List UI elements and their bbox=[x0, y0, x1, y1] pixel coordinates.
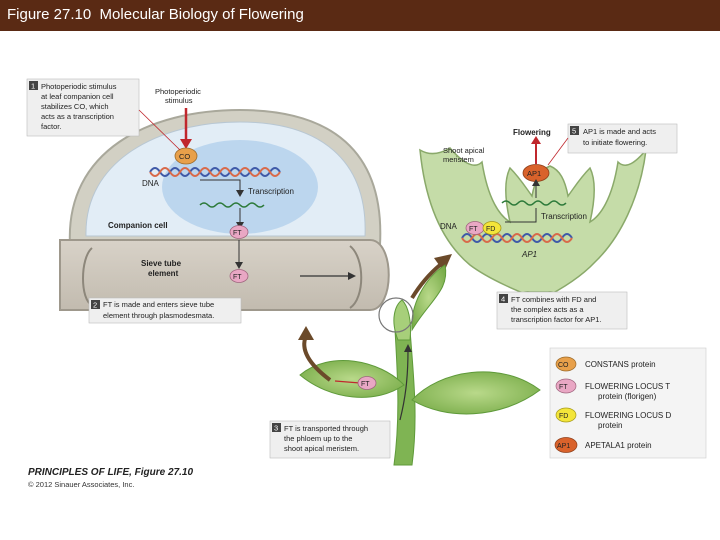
step-4-line-3: transcription factor for AP1. bbox=[511, 315, 601, 324]
step-1-line-5: factor. bbox=[41, 122, 61, 131]
meristem-label-2: meristem bbox=[443, 155, 474, 164]
companion-cell-label: Companion cell bbox=[108, 221, 168, 230]
legend-text-fd-1: FLOWERING LOCUS D bbox=[585, 411, 671, 420]
sieve-tube: Sieve tube element bbox=[59, 239, 390, 311]
step-box-4: 4 FT combines with FD and the complex ac… bbox=[496, 291, 628, 330]
legend-abbr-ft: FT bbox=[559, 384, 568, 391]
step-box-2: 2 FT is made and enters sieve tube eleme… bbox=[88, 297, 242, 324]
slide-title: Figure 27.10 Molecular Biology of Flower… bbox=[7, 6, 304, 23]
ft-protein-leaf bbox=[357, 376, 377, 390]
stimulus-label-2: stimulus bbox=[165, 96, 193, 105]
ft-label-3: FT bbox=[469, 226, 478, 233]
step-4-line-2: the complex acts as a bbox=[511, 305, 584, 314]
ft-protein-companion bbox=[229, 225, 249, 239]
step-1-line-1: Photoperiodic stimulus bbox=[41, 82, 117, 91]
step-1-line-3: stabilizes CO, which bbox=[41, 102, 109, 111]
dna-strand-1: DNA bbox=[142, 167, 281, 188]
legend-text-fd-2: protein bbox=[598, 421, 622, 430]
co-protein bbox=[174, 147, 198, 165]
flowering-label: Flowering bbox=[513, 128, 551, 137]
legend-text-ft-1: FLOWERING LOCUS T bbox=[585, 382, 670, 391]
legend-abbr-ap1: AP1 bbox=[557, 443, 570, 450]
step-5-line-1: AP1 is made and acts bbox=[583, 127, 656, 136]
step-1-line-4: acts as a transcription bbox=[41, 112, 114, 121]
step-4-number: 4 bbox=[501, 295, 505, 304]
fd-protein-meristem bbox=[482, 221, 502, 235]
step-box-5: 5 AP1 is made and acts to initiate flowe… bbox=[547, 123, 678, 166]
step-4-line-1: FT combines with FD and bbox=[511, 295, 596, 304]
mrna-2 bbox=[501, 200, 567, 206]
stimulus-label-1: Photoperiodic bbox=[155, 87, 201, 96]
co-protein-label: CO bbox=[179, 152, 190, 161]
ap1-protein-label: AP1 bbox=[527, 169, 541, 178]
step-3-number: 3 bbox=[274, 424, 278, 433]
legend-abbr-fd: FD bbox=[559, 413, 568, 420]
dna2-label: DNA bbox=[440, 222, 458, 231]
transcription2-label: Transcription bbox=[541, 212, 587, 221]
dna-strand-2: DNA AP1 bbox=[440, 222, 573, 259]
meristem-label-1: Shoot apical bbox=[443, 146, 485, 155]
ap1-gene-label: AP1 bbox=[521, 250, 537, 259]
step-3-line-3: shoot apical meristem. bbox=[284, 444, 359, 453]
plant bbox=[299, 264, 541, 466]
transcription-label: Transcription bbox=[248, 187, 294, 196]
legend-item-co: CO CONSTANS protein bbox=[555, 356, 656, 372]
step-2-number: 2 bbox=[93, 301, 97, 310]
step-2-line-1: FT is made and enters sieve tube bbox=[103, 300, 214, 309]
transport-arrow-to-meristem bbox=[410, 263, 442, 300]
step-1-line-2: at leaf companion cell bbox=[41, 92, 114, 101]
ft-label-1: FT bbox=[233, 230, 242, 237]
meristem-highlight-circle bbox=[378, 297, 414, 333]
legend-item-ft: FT FLOWERING LOCUS T protein (florigen) bbox=[555, 378, 670, 401]
step-2-line-2: element through plasmodesmata. bbox=[103, 311, 214, 320]
step-box-1: 1 Photoperiodic stimulus at leaf compani… bbox=[26, 78, 181, 151]
dna-label: DNA bbox=[142, 179, 160, 188]
step-1-number: 1 bbox=[31, 82, 35, 91]
mrna bbox=[199, 202, 265, 208]
sieve-tube-label-2: element bbox=[148, 269, 179, 278]
flowering-diagram: Companion cell Sieve tube element Photop… bbox=[26, 78, 707, 466]
title-bar: Figure 27.10 Molecular Biology of Flower… bbox=[0, 0, 720, 31]
ft-protein-sieve bbox=[229, 269, 249, 283]
footer-copyright: © 2012 Sinauer Associates, Inc. bbox=[28, 480, 135, 489]
step-5-number: 5 bbox=[572, 127, 576, 136]
fd-label: FD bbox=[486, 226, 495, 233]
legend-text-co: CONSTANS protein bbox=[585, 360, 656, 369]
legend-item-ap1: AP1 APETALA1 protein bbox=[554, 437, 652, 453]
legend-item-fd: FD FLOWERING LOCUS D protein bbox=[555, 407, 671, 430]
step-box-3: 3 FT is transported through the phloem u… bbox=[269, 420, 391, 459]
step-5-line-2: to initiate flowering. bbox=[583, 138, 647, 147]
legend-text-ap1: APETALA1 protein bbox=[585, 441, 652, 450]
legend-abbr-co: CO bbox=[558, 362, 569, 369]
ft-label-4: FT bbox=[361, 381, 370, 388]
legend: CO CONSTANS protein FT FLOWERING LOCUS T… bbox=[549, 347, 707, 459]
step-3-line-1: FT is transported through bbox=[284, 424, 368, 433]
step-3-line-2: the phloem up to the bbox=[284, 434, 352, 443]
footer-book-title: PRINCIPLES OF LIFE, Figure 27.10 bbox=[28, 467, 194, 478]
legend-text-ft-2: protein (florigen) bbox=[598, 392, 657, 401]
sieve-tube-label-1: Sieve tube bbox=[141, 259, 182, 268]
ft-label-2: FT bbox=[233, 274, 242, 281]
